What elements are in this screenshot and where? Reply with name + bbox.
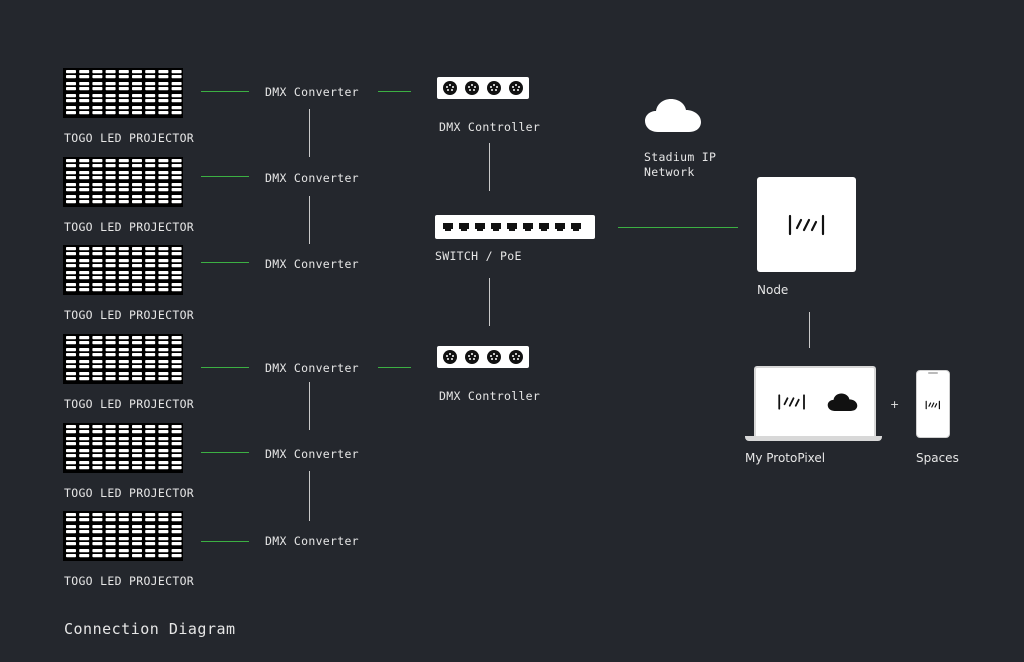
projector-label: TOGO LED PROJECTOR	[64, 486, 195, 500]
dmx-controller-label: DMX Controller	[439, 389, 541, 403]
cloud-icon	[644, 98, 702, 134]
dmx-controller-label: DMX Controller	[439, 120, 541, 134]
connector-line	[489, 278, 490, 326]
projector-label: TOGO LED PROJECTOR	[64, 397, 195, 411]
led-projector-6	[63, 511, 183, 561]
dmx-controller-2	[437, 346, 529, 368]
protopixel-logo-icon	[788, 214, 825, 236]
projector-label: TOGO LED PROJECTOR	[64, 220, 195, 234]
projector-label: TOGO LED PROJECTOR	[64, 308, 195, 322]
node-device	[757, 177, 856, 272]
link-line	[378, 91, 411, 92]
projector-label: TOGO LED PROJECTOR	[64, 131, 195, 145]
link-line	[201, 452, 249, 453]
link-line	[201, 541, 249, 542]
link-line	[618, 227, 738, 228]
network-label-line1: Stadium IP	[644, 150, 717, 164]
led-projector-2	[63, 157, 183, 207]
led-projector-3	[63, 245, 183, 295]
led-projector-4	[63, 334, 183, 384]
link-line	[201, 91, 249, 92]
dmx-converter-label: DMX Converter	[265, 361, 359, 375]
app-label: My ProtoPixel	[745, 451, 826, 465]
diagram-title: Connection Diagram	[64, 620, 236, 638]
network-label-line2: Network	[644, 165, 695, 179]
led-projector-5	[63, 423, 183, 473]
link-line	[378, 367, 411, 368]
node-label: Node	[757, 283, 789, 297]
spaces-label: Spaces	[916, 451, 959, 465]
dmx-converter-label: DMX Converter	[265, 534, 359, 548]
protopixel-logo-icon	[778, 394, 805, 410]
dmx-converter-label: DMX Converter	[265, 447, 359, 461]
link-line	[201, 367, 249, 368]
laptop-device	[754, 366, 876, 438]
protopixel-logo-icon	[925, 400, 940, 410]
connector-line	[489, 143, 490, 191]
projector-label: TOGO LED PROJECTOR	[64, 574, 195, 588]
dmx-controller-1	[437, 77, 529, 99]
link-line	[201, 176, 249, 177]
cloud-icon	[827, 393, 858, 411]
dmx-converter-label: DMX Converter	[265, 257, 359, 271]
led-projector-1	[63, 68, 183, 118]
phone-notch	[928, 372, 938, 374]
dmx-converter-label: DMX Converter	[265, 85, 359, 99]
connector-line	[309, 196, 310, 244]
connector-line	[809, 312, 810, 348]
plus-sign: +	[890, 398, 900, 411]
connector-line	[309, 109, 310, 157]
switch-poe	[435, 215, 595, 239]
phone-device	[916, 370, 950, 438]
connector-line	[309, 382, 310, 430]
connector-line	[309, 471, 310, 521]
switch-label: SWITCH / PoE	[435, 249, 522, 263]
dmx-converter-label: DMX Converter	[265, 171, 359, 185]
laptop-base	[745, 436, 882, 441]
link-line	[201, 262, 249, 263]
